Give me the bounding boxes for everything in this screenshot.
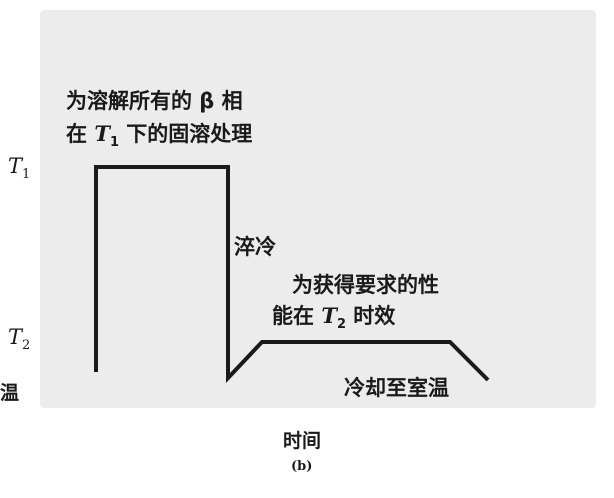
temperature-profile-line: [94, 165, 490, 384]
solution-treatment-label-line1: 为溶解所有的 β 相: [66, 89, 243, 113]
solution-treatment-label-line2: 在 T1 下的固溶处理: [66, 121, 253, 151]
panel-label: (b): [291, 459, 313, 474]
y-tick-t2: T2: [8, 325, 31, 354]
quench-label: 淬冷: [234, 235, 276, 259]
y-tick-t1: T1: [8, 154, 31, 183]
cooling-label: 冷却至室温: [344, 376, 449, 400]
y-tick-room-temperature: 温: [0, 382, 20, 404]
x-axis-label: 时间: [283, 430, 322, 452]
aging-label-line1: 为获得要求的性: [292, 273, 439, 297]
aging-label-line2: 能在 T2 时效: [272, 303, 396, 333]
